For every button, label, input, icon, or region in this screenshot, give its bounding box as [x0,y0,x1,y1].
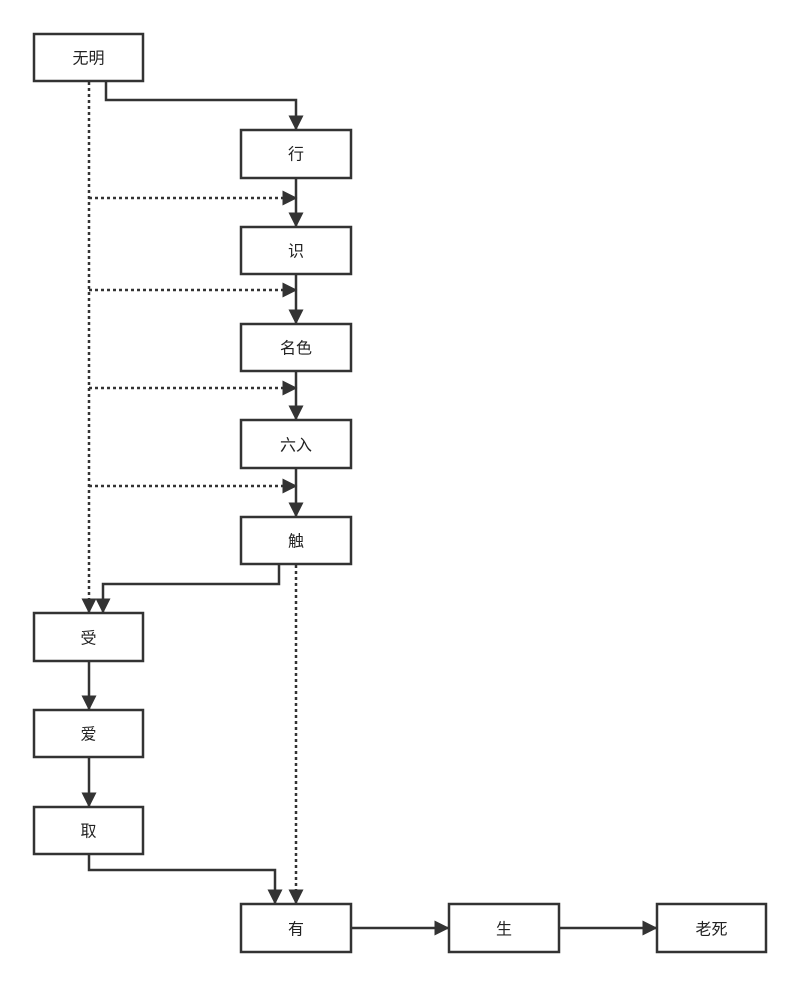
node-label: 受 [80,629,96,648]
node-label: 爱 [80,725,96,744]
edges [81,82,658,936]
node-box [239,418,353,470]
node-wuming: 无明 [32,32,145,83]
node-ai: 爱 [32,708,145,759]
node-label: 触 [288,532,304,551]
node-box [239,225,353,276]
node-xing: 行 [239,128,353,180]
node-box [239,128,353,180]
node-shi: 识 [239,225,353,276]
node-box [239,322,353,373]
node-label: 有 [288,920,304,939]
node-box [239,515,353,566]
node-sheng: 生 [447,902,561,954]
node-box [32,708,145,759]
node-box [32,32,145,83]
node-box [655,902,768,954]
node-you: 有 [239,902,353,954]
node-box [239,902,353,954]
node-mingse: 名色 [239,322,353,373]
node-label: 生 [496,920,512,939]
node-label: 识 [288,242,304,261]
node-box [32,805,145,856]
node-label: 名色 [280,339,312,358]
node-label: 老死 [695,920,727,939]
node-label: 无明 [72,49,104,68]
node-laosi: 老死 [655,902,768,954]
node-box [32,611,145,663]
edge-chu-to-shou [95,565,281,614]
edge-wuming-to-xing [104,82,304,131]
node-qu: 取 [32,805,145,856]
edge-qu-to-you [87,855,283,905]
node-chu: 触 [239,515,353,566]
node-box [447,902,561,954]
node-label: 取 [80,822,96,841]
node-label: 行 [288,145,304,164]
node-shou: 受 [32,611,145,663]
node-liuru: 六入 [239,418,353,470]
node-label: 六入 [280,436,312,455]
